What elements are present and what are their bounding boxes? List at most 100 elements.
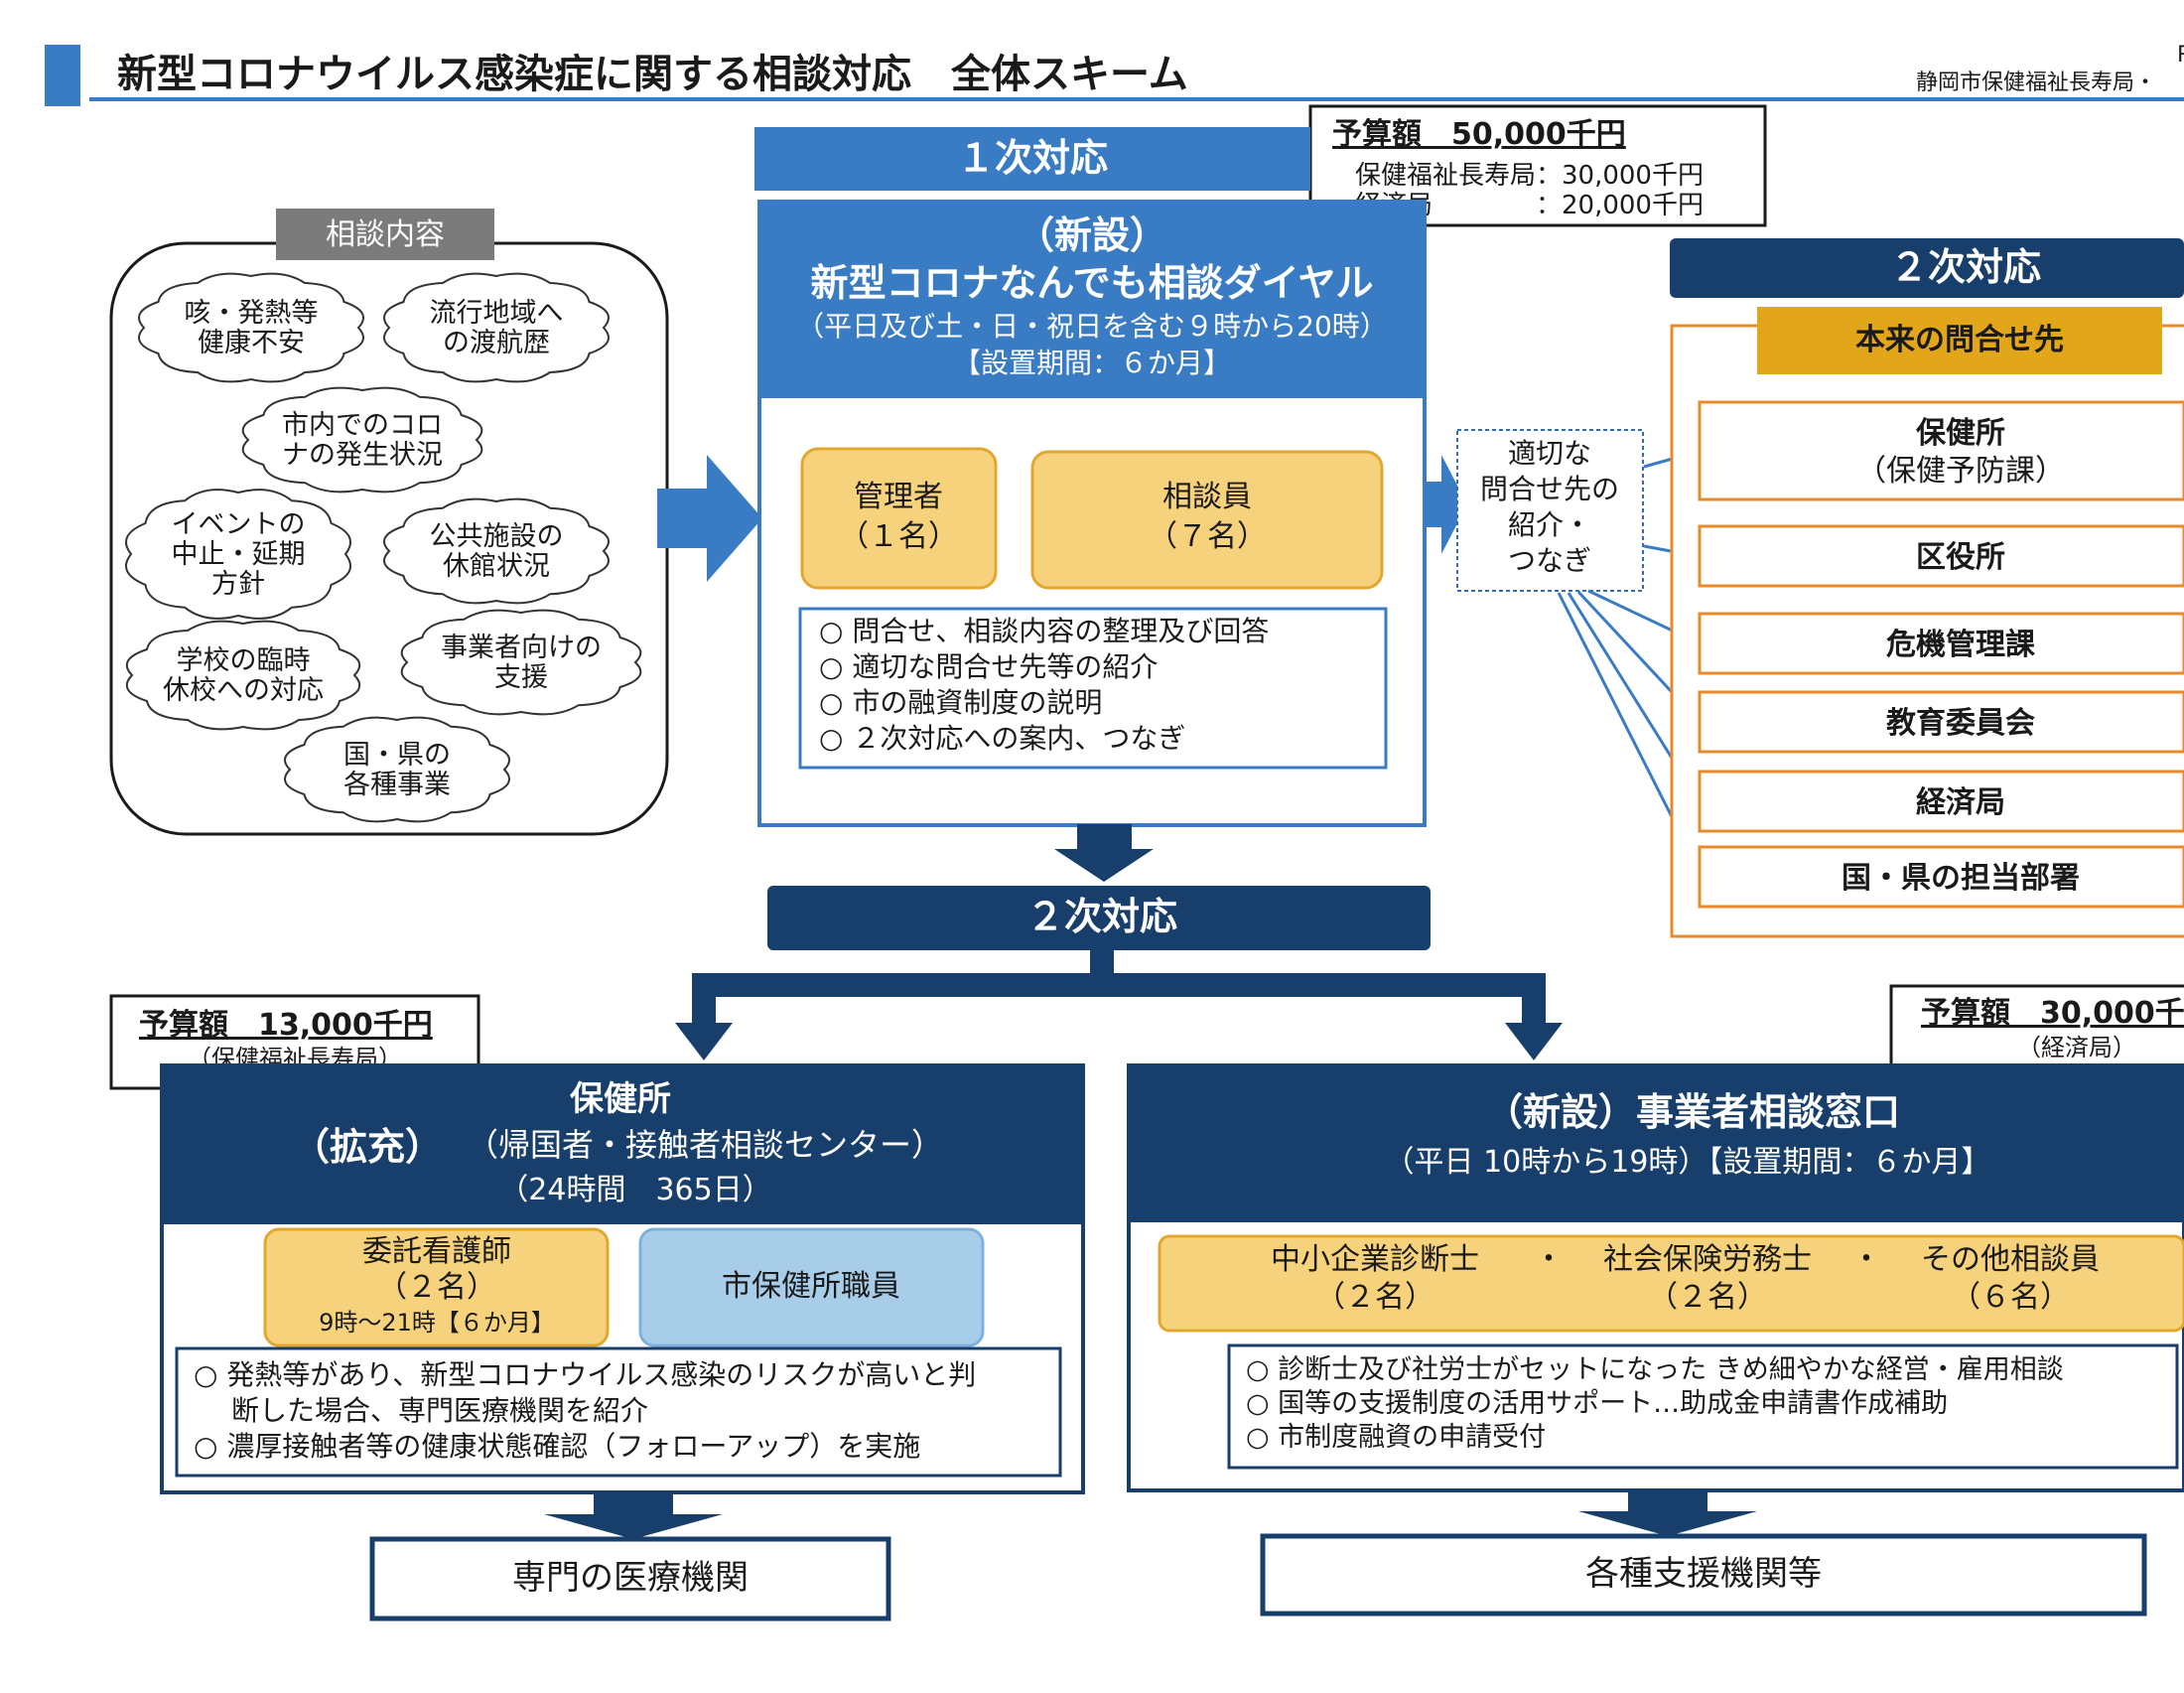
- consultant-box: [1030, 450, 1384, 590]
- referral-line-4: つなぎ: [1508, 544, 1591, 577]
- staff-box: [638, 1227, 985, 1347]
- business-duty-3: ○ 市制度融資の申請受付: [1246, 1422, 1546, 1453]
- health-center-expand: （拡充）: [292, 1125, 443, 1169]
- arrow-to-primary: [657, 455, 762, 582]
- referral-line-2: 問合せ先の: [1480, 473, 1619, 505]
- support-destination-label: 各種支援機関等: [1585, 1554, 1822, 1594]
- cloud-shape: [138, 272, 364, 383]
- business-duty-1: ○ 診断士及び社労士がセットになった きめ細やかな経営・雇用相談: [1246, 1354, 2064, 1385]
- health-duty-2: 断した場合、専門医療機関を紹介: [231, 1394, 648, 1427]
- destination-box: [1698, 770, 2184, 833]
- destination-box: [1698, 400, 2184, 501]
- cloud-shape: [400, 609, 642, 716]
- arrow-to-medical: [544, 1494, 723, 1539]
- primary-new-label: （新設）: [1017, 213, 1167, 257]
- cloud-shape: [125, 620, 361, 731]
- destination-item: 危機管理課: [1698, 612, 2184, 675]
- budget-right-sub: （経済局）: [2017, 1034, 2136, 1061]
- health-duties-box: [175, 1346, 1062, 1478]
- primary-panel: １次対応 （新設） 新型コロナなんでも相談ダイヤル （平日及び土・日・祝日を含む…: [754, 127, 1427, 827]
- referral-line-1: 適切な: [1508, 437, 1591, 470]
- medical-destination: 専門の医療機関: [369, 1536, 891, 1622]
- budget-top-line1: 保健福祉長寿局：30,000千円: [1355, 161, 1704, 191]
- branch-connector: [675, 950, 1563, 1060]
- cloud-text: 各種事業: [343, 770, 451, 800]
- destination-label: 区役所: [1916, 540, 2005, 575]
- business-staff-2-count: （２名）: [1648, 1280, 1767, 1315]
- business-panel: （新設）事業者相談窓口 （平日 10時から19時）【設置期間：６か月】 中小企業…: [1127, 1063, 2184, 1492]
- staff-label: 市保健所職員: [722, 1269, 900, 1304]
- referral-line-3: 紹介・: [1508, 508, 1591, 541]
- cloud-text: 流行地域へ: [430, 298, 564, 329]
- business-duty-2: ○ 国等の支援制度の活用サポート…助成金申請書作成補助: [1246, 1388, 1948, 1419]
- cloud-text: イベントの: [172, 509, 306, 540]
- destination-box: [1698, 845, 2184, 909]
- cloud-shape: [125, 489, 351, 620]
- destination-box: [1698, 524, 2184, 588]
- cloud-text: の渡航歴: [443, 328, 550, 358]
- cloud-shape: [383, 497, 610, 605]
- cloud-text: ナの発生状況: [282, 440, 443, 471]
- destination-item: 区役所: [1698, 524, 2184, 588]
- secondary-right-panel: ２次対応 本来の問合せ先 保健所（保健予防課）区役所危機管理課教育委員会経済局国…: [1670, 238, 2184, 938]
- title-accent-bar: [45, 45, 80, 106]
- health-duty-3: ○ 濃厚接触者等の健康状態確認（フォローアップ）を実施: [194, 1430, 920, 1463]
- primary-period: 【設置期間：６か月】: [953, 347, 1231, 379]
- manager-title: 管理者: [854, 480, 943, 514]
- arrow-to-support: [1578, 1489, 1757, 1536]
- primary-banner: １次対応: [957, 136, 1108, 180]
- destination-box: [1698, 690, 2184, 754]
- cloud-text: 休校への対応: [163, 675, 324, 706]
- destination-item: 経済局: [1698, 770, 2184, 833]
- destination-box: [1698, 612, 2184, 675]
- primary-duty-3: ○ 市の融資制度の説明: [819, 686, 1102, 719]
- health-center-name: （帰国者・接触者相談センター）: [467, 1126, 943, 1164]
- health-duty-1: ○ 発熱等があり、新型コロナウイルス感染のリスクが高いと判: [194, 1358, 976, 1391]
- consultant-count: （７名）: [1148, 519, 1267, 554]
- header-org: 静岡市保健福祉長寿局・: [1916, 71, 2156, 95]
- budget-right-heading: 予算額 30,000千: [1921, 996, 2184, 1031]
- business-staff-3: その他相談員: [1921, 1242, 2100, 1277]
- destination-label: 国・県の担当部署: [1842, 861, 2080, 896]
- business-hours: （平日 10時から19時）【設置期間：６か月】: [1385, 1145, 1991, 1180]
- secondary-right-banner: ２次対応: [1890, 245, 2041, 289]
- manager-box: [800, 447, 998, 590]
- health-center-hours: （24時間 365日）: [498, 1173, 771, 1207]
- consultant-title: 相談員: [1162, 480, 1252, 514]
- health-center-panel: 保健所 （拡充） （帰国者・接触者相談センター） （24時間 365日） 委託看…: [160, 1063, 1085, 1494]
- consult-panel: 相談内容 咳・発熱等健康不安流行地域への渡航歴市内でのコロナの発生状況イベントの…: [109, 209, 669, 836]
- cloud-shape: [383, 272, 610, 383]
- secondary-center-banner-bg: [767, 886, 1431, 950]
- budget-top-heading: 予算額 50,000千円: [1332, 117, 1626, 152]
- business-duties-box: [1227, 1343, 2179, 1470]
- nurse-hours: 9時～21時【６か月】: [319, 1309, 555, 1337]
- budget-left-heading: 予算額 13,000千円: [139, 1008, 433, 1043]
- business-title: （新設）事業者相談窓口: [1485, 1090, 1900, 1134]
- cloud-text: 休館状況: [443, 551, 550, 582]
- business-staff-3-count: （６名）: [1951, 1280, 2070, 1315]
- secondary-right-subheader: 本来の問合せ先: [1855, 323, 2064, 357]
- primary-duty-2: ○ 適切な問合せ先等の紹介: [819, 650, 1158, 683]
- business-staff-sep-1: ・: [1534, 1242, 1564, 1277]
- manager-count: （１名）: [839, 519, 958, 554]
- budget-top: 予算額 50,000千円 保健福祉長寿局：30,000千円 経済局 ：20,00…: [1308, 104, 1767, 227]
- destination-item: 保健所（保健予防課）: [1698, 400, 2184, 501]
- cloud-text: 咳・発熱等: [185, 298, 319, 329]
- business-staff-1-count: （２名）: [1315, 1280, 1434, 1315]
- header-corner: R: [2177, 43, 2184, 68]
- destination-label: （保健予防課）: [1856, 454, 2065, 489]
- nurse-title: 委託看護師: [362, 1234, 511, 1269]
- cloud-text: 公共施設の: [430, 521, 564, 552]
- cloud-shape: [241, 386, 483, 494]
- primary-name: 新型コロナなんでも相談ダイヤル: [811, 261, 1374, 305]
- cloud-text: 市内でのコロ: [282, 410, 443, 441]
